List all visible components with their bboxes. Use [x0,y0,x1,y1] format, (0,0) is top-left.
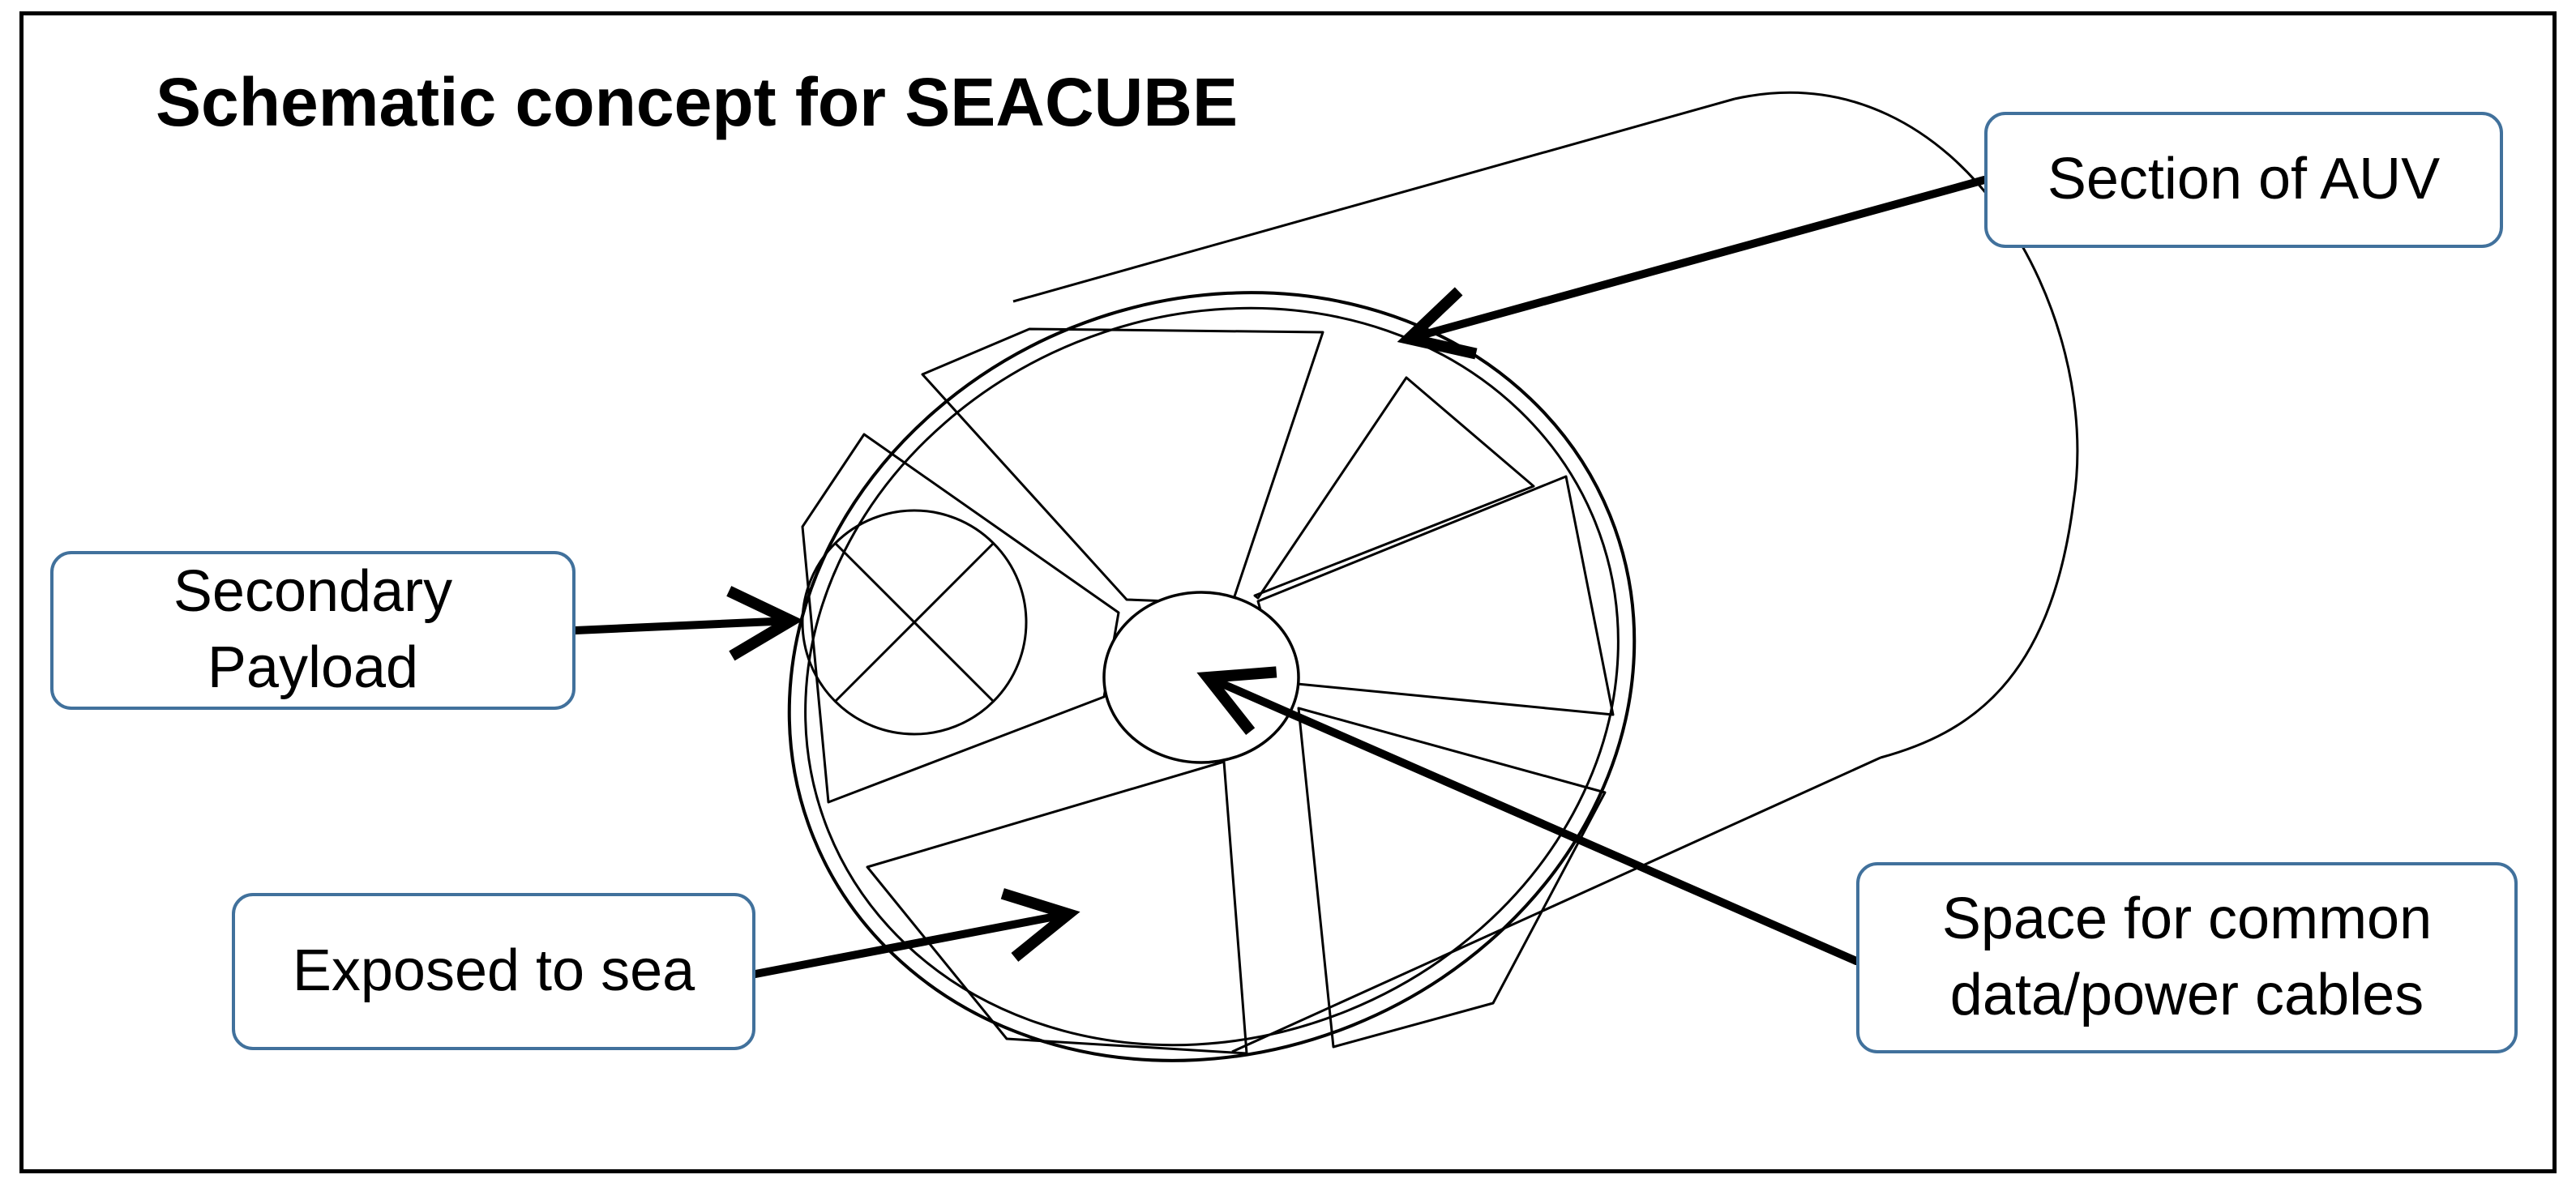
cell-top [921,327,1324,605]
outer-rim [787,291,1637,1062]
secondary-payload-symbol [801,509,1028,736]
arrow-space-for-cables [1196,666,1860,965]
callout-text-line-1: Secondary [173,559,453,625]
cell-right [1256,475,1615,716]
cell-lower-right [1297,707,1607,1049]
secondary-payload-cross-b [833,541,995,703]
arrow-section-of-auv [1397,176,1988,360]
cylinder-bottom-edge [1231,756,1881,1053]
callout-text-line-2: Payload [207,635,419,700]
callout-text: Exposed to sea [292,938,695,1004]
cylinder-body [1012,92,2079,1053]
arrow-secondary-payload [571,586,803,661]
callout-text-line-1: Space for common [1941,886,2433,952]
callout-text: Section of AUV [2047,147,2441,212]
cell-bottom [866,760,1248,1055]
front-face [787,291,1637,1062]
diagram-title: Schematic concept for SEACUBE [156,64,1238,140]
callout-arrows [571,176,1988,978]
callout-exposed-to-sea: Exposed to sea [232,893,755,1050]
callout-text-line-2: data/power cables [1949,963,2424,1027]
central-cable-hub [1102,591,1300,764]
cell-left [801,433,1120,804]
cylinder-top-edge [1012,97,1735,303]
callout-secondary-payload: Secondary Payload [50,551,576,710]
callout-space-for-cables: Space for common data/power cables [1856,862,2518,1053]
cell-upper-right [1253,376,1535,600]
arrow-exposed-to-sea [751,888,1080,978]
cylinder-far-end [1734,92,2079,759]
callout-section-of-auv: Section of AUV [1984,112,2503,248]
payload-cells [801,327,1615,1055]
inner-rim [804,306,1620,1047]
